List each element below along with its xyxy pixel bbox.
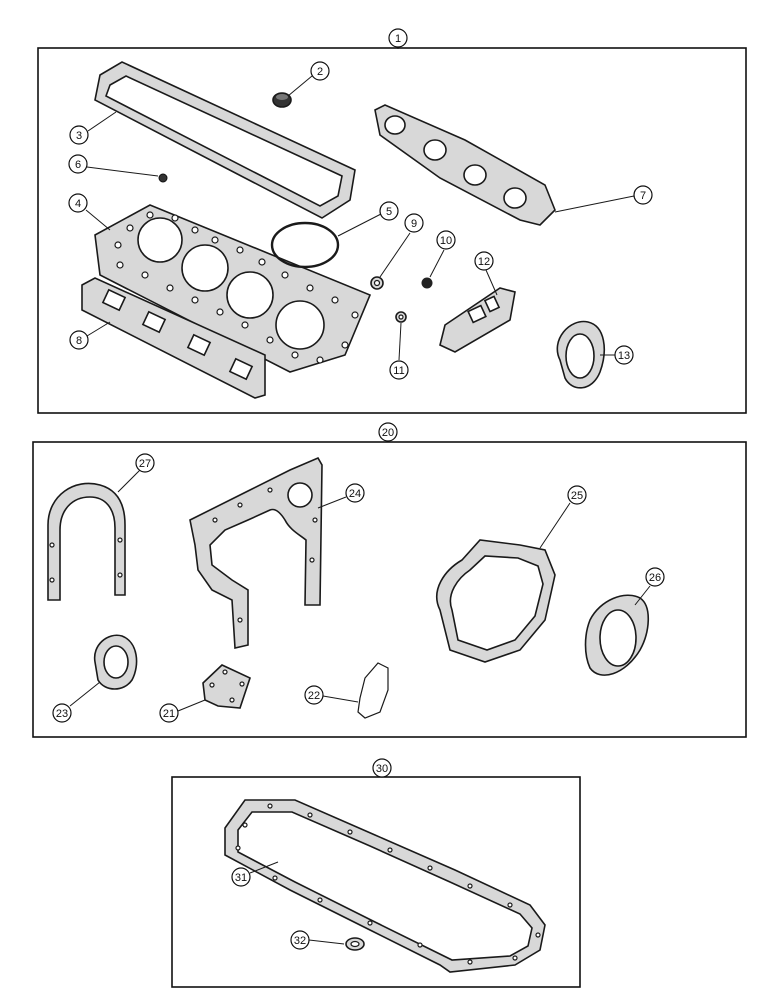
svg-text:11: 11	[393, 365, 404, 377]
kit-20-panel	[32, 441, 747, 738]
svg-text:3: 3	[76, 130, 82, 142]
svg-text:5: 5	[386, 206, 392, 218]
svg-text:20: 20	[382, 427, 394, 439]
part-21-callout[interactable]: 21	[159, 699, 206, 723]
part-24-callout[interactable]: 24	[317, 483, 365, 509]
part-7-callout[interactable]: 7	[554, 185, 653, 213]
water-pump-gasket	[435, 539, 556, 663]
svg-text:8: 8	[76, 335, 82, 347]
part-12-callout[interactable]: 12	[474, 251, 498, 296]
svg-text:24: 24	[349, 488, 361, 500]
kit-1-callout[interactable]: 1	[388, 28, 408, 49]
svg-text:1: 1	[395, 33, 401, 45]
flange-gasket	[556, 320, 606, 389]
part-31-callout[interactable]: 31	[231, 861, 279, 887]
svg-text:2: 2	[317, 66, 323, 78]
part-25-callout[interactable]: 25	[539, 485, 587, 549]
part-26-callout[interactable]: 26	[634, 567, 665, 606]
part-13-callout[interactable]: 13	[600, 345, 634, 365]
intake-manifold-gasket	[81, 277, 266, 399]
part-6-callout[interactable]: 6	[68, 154, 159, 177]
grommet	[272, 92, 292, 108]
small-flange-gasket	[93, 634, 138, 690]
svg-text:9: 9	[411, 218, 417, 230]
part-11-callout[interactable]: 11	[389, 322, 409, 380]
o-ring	[270, 221, 340, 269]
thin-gasket	[357, 662, 389, 719]
pump-flange-gasket	[584, 594, 650, 676]
kit-20-callout[interactable]: 20	[378, 422, 398, 442]
thermostat-housing-gasket	[439, 287, 516, 353]
svg-text:22: 22	[308, 690, 320, 702]
cover-plate-gasket	[202, 664, 251, 709]
timing-cover-gasket	[189, 456, 323, 649]
svg-text:25: 25	[571, 490, 583, 502]
part-2-callout[interactable]: 2	[287, 61, 330, 97]
part-27-callout[interactable]: 27	[117, 453, 155, 493]
small-seal	[158, 173, 168, 183]
oil-pan-gasket	[224, 799, 546, 973]
seal-retainer-gasket	[47, 482, 126, 601]
svg-text:27: 27	[139, 458, 151, 470]
cylinder-head-gasket	[94, 204, 372, 373]
plug	[421, 277, 433, 289]
part-4-callout[interactable]: 4	[68, 193, 111, 231]
part-32-callout[interactable]: 32	[290, 930, 345, 950]
part-5-callout[interactable]: 5	[337, 201, 399, 237]
svg-text:30: 30	[376, 763, 388, 775]
drain-plug-washer	[345, 937, 365, 951]
svg-text:26: 26	[649, 572, 661, 584]
part-23-callout[interactable]: 23	[52, 681, 101, 723]
svg-text:4: 4	[75, 198, 81, 210]
svg-text:21: 21	[163, 708, 175, 720]
svg-text:7: 7	[640, 190, 646, 202]
part-8-callout[interactable]: 8	[69, 321, 111, 350]
exhaust-manifold-gasket	[374, 104, 556, 226]
part-3-callout[interactable]: 3	[69, 111, 117, 145]
kit-1-panel	[37, 47, 747, 414]
part-9-callout[interactable]: 9	[379, 213, 424, 278]
part-10-callout[interactable]: 10	[429, 230, 456, 278]
svg-text:12: 12	[478, 256, 490, 268]
rocker-cover-gasket	[94, 61, 356, 219]
svg-text:23: 23	[56, 708, 68, 720]
svg-text:31: 31	[235, 872, 247, 884]
kit-30-panel	[171, 776, 581, 988]
part-22-callout[interactable]: 22	[304, 685, 359, 705]
kit-30-callout[interactable]: 30	[372, 758, 392, 778]
svg-text:6: 6	[75, 159, 81, 171]
svg-text:32: 32	[294, 935, 306, 947]
svg-text:13: 13	[618, 350, 630, 362]
svg-text:10: 10	[440, 235, 452, 247]
